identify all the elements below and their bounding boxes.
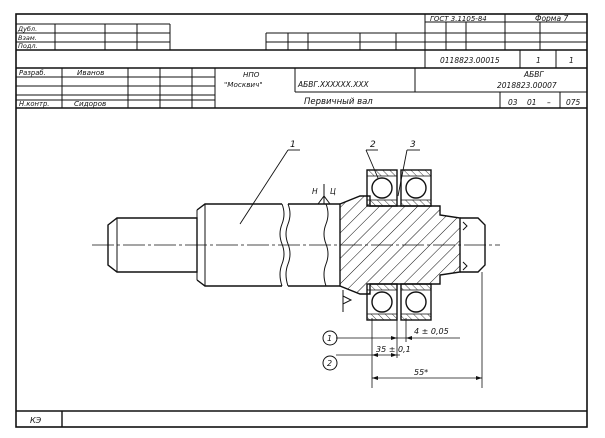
operation-dash: – — [547, 98, 551, 107]
part-code-line-2: 2018823.00007 — [497, 81, 557, 90]
marker-2-label: 2 — [327, 359, 332, 368]
operation-code-b: 01 — [527, 98, 537, 107]
side-label-podl: Подл. — [18, 42, 38, 50]
form-label: Форма 7 — [535, 14, 568, 23]
footer-label: КЭ — [30, 416, 42, 425]
side-label-vzam: Взам. — [18, 34, 37, 42]
doc-code: 0118823.00015 — [440, 56, 500, 65]
base-label-c: Ц — [330, 187, 336, 196]
part-name: Первичный вал — [304, 97, 373, 107]
base-label-n: Н — [312, 187, 318, 196]
sheet-number: 1 — [536, 56, 541, 65]
doc-designation: АБВГ.XXXXXX.XXX — [297, 80, 369, 89]
developed-label: Разраб. — [19, 69, 46, 77]
shaft-drawing — [92, 149, 500, 388]
marker-1-label: 1 — [327, 334, 332, 343]
dimension-55: 55* — [414, 368, 428, 377]
org-line-1: НПО — [243, 70, 260, 79]
part-code-line-1: АБВГ — [523, 70, 544, 79]
top-header-grid: ГОСТ 3.1105-84 Форма 7 0118823.00015 1 1 — [16, 14, 587, 109]
control-label: Н.контр. — [19, 100, 49, 108]
org-line-2: "Москвич" — [224, 80, 263, 89]
operation-number: 075 — [566, 98, 581, 107]
sheet-count: 1 — [569, 56, 574, 65]
standard-label: ГОСТ 3.1105-84 — [430, 15, 487, 23]
shaft-section-hatch — [339, 195, 461, 295]
callout-2: 2 — [370, 140, 376, 150]
outer-frame — [15, 13, 588, 428]
footer-bar: КЭ — [16, 410, 587, 427]
operation-code-a: 03 — [508, 98, 518, 107]
developer-name: Иванов — [77, 68, 104, 77]
callout-1: 1 — [290, 140, 296, 150]
callout-3: 3 — [410, 140, 416, 150]
dimension-4-tolerance: 4 ± 0,05 — [414, 327, 449, 336]
controller-name: Сидоров — [74, 99, 106, 108]
dimension-35-tolerance: 35 ± 0,1 — [376, 345, 411, 354]
side-label-dubl: Дубл. — [17, 25, 37, 33]
title-block: Разраб. Иванов НПО "Москвич" АБВГ.XXXXXX… — [16, 68, 587, 108]
side-stamp-table: Дубл. Взам. Подл. — [16, 23, 171, 51]
